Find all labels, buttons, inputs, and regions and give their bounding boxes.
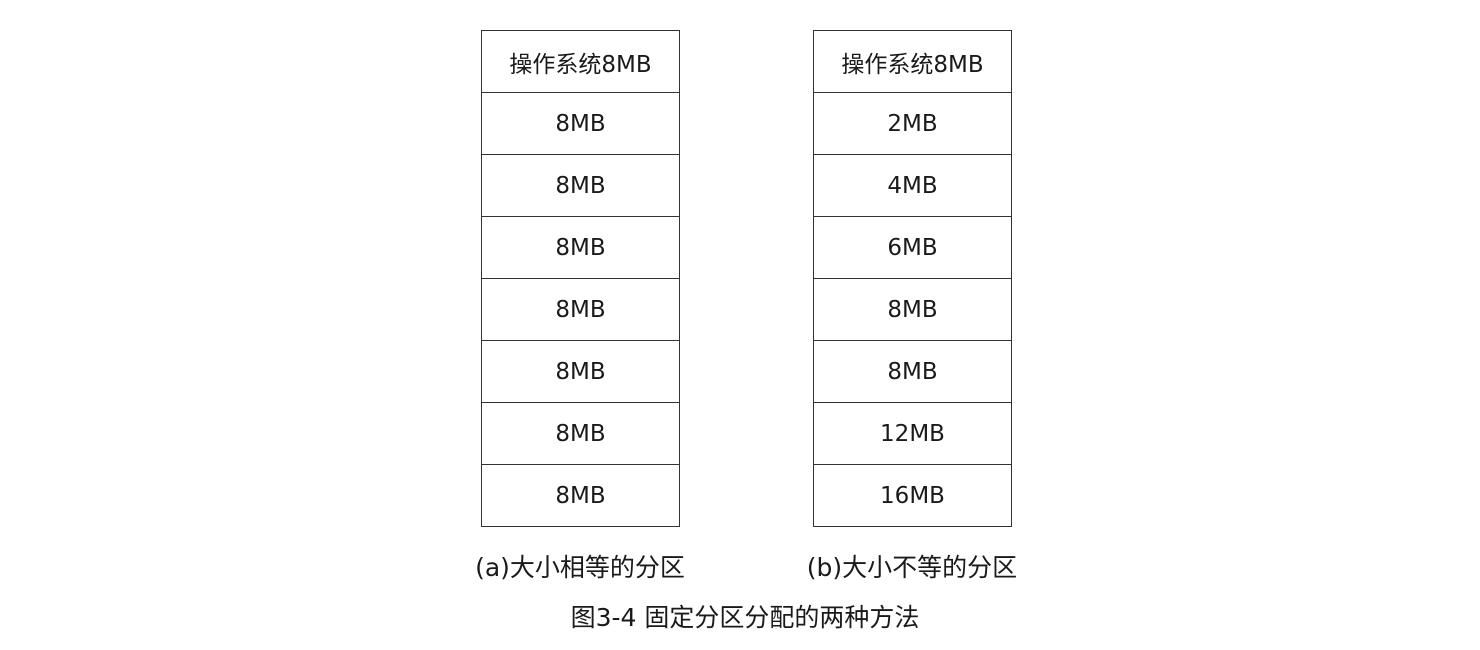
- partition-cell: 8MB: [814, 341, 1011, 403]
- partition-cell: 16MB: [814, 465, 1011, 527]
- partition-cell: 6MB: [814, 217, 1011, 279]
- partition-cell: 8MB: [482, 465, 679, 527]
- partition-cell: 8MB: [482, 217, 679, 279]
- figure-title: 图3-4 固定分区分配的两种方法: [570, 603, 920, 632]
- partition-cell: 2MB: [814, 93, 1011, 155]
- partition-cell: 8MB: [482, 341, 679, 403]
- partition-cell: 4MB: [814, 155, 1011, 217]
- panel-b-caption: (b)大小不等的分区: [806, 553, 1018, 582]
- partition-cell: 8MB: [482, 403, 679, 465]
- memory-layout-equal-partitions: 操作系统8MB 8MB 8MB 8MB 8MB 8MB 8MB 8MB: [481, 30, 680, 527]
- panel-a-caption: (a)大小相等的分区: [475, 553, 685, 582]
- partition-cell: 8MB: [482, 279, 679, 341]
- partition-cell: 8MB: [814, 279, 1011, 341]
- partition-cell: 8MB: [482, 93, 679, 155]
- memory-layout-unequal-partitions: 操作系统8MB 2MB 4MB 6MB 8MB 8MB 12MB 16MB: [813, 30, 1012, 527]
- partition-os: 操作系统8MB: [814, 31, 1011, 93]
- partition-cell: 8MB: [482, 155, 679, 217]
- partition-cell: 12MB: [814, 403, 1011, 465]
- partition-os: 操作系统8MB: [482, 31, 679, 93]
